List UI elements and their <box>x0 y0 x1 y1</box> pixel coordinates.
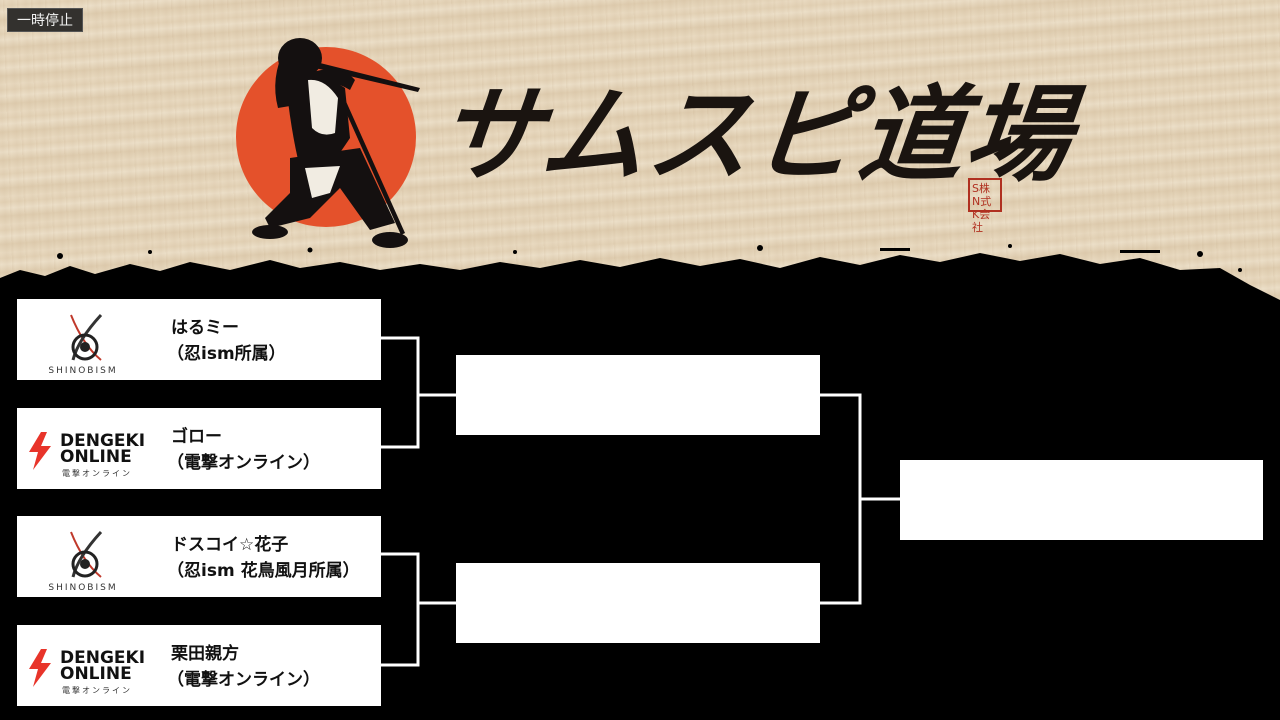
shinobism-text: SHINOBISM <box>48 583 118 593</box>
banner: サムスピ道場 S株 N式 K会社 <box>0 0 1280 320</box>
shinobism-logo <box>70 530 103 578</box>
bracket-slot-player-2: DENGEKI ONLINE 電撃オンライン ゴロー （電撃オンライン） <box>17 408 381 489</box>
player-name: はるミー <box>171 318 239 338</box>
shinobism-logo <box>70 313 103 361</box>
player-team: （電撃オンライン） <box>167 453 320 473</box>
player-team: （忍ism所属） <box>167 344 286 364</box>
snk-seal: S株 N式 K会社 <box>968 178 1002 234</box>
dengeki-line1: DENGEKI <box>60 431 146 451</box>
bracket-slot-player-3: SHINOBISM ドスコイ☆花子 （忍ism 花鳥風月所属） <box>17 516 381 597</box>
bracket-slot-semifinal-2 <box>456 563 820 643</box>
samurai-illustration <box>252 38 420 248</box>
player-team: （電撃オンライン） <box>167 670 320 690</box>
player-name: 栗田親方 <box>171 644 239 664</box>
bracket-slot-semifinal-1 <box>456 355 820 435</box>
player-name: ドスコイ☆花子 <box>171 535 289 555</box>
dengeki-line2: ONLINE <box>60 664 132 684</box>
lightning-icon <box>29 432 51 470</box>
dengeki-sub: 電撃オンライン <box>62 469 132 478</box>
dengeki-sub: 電撃オンライン <box>62 686 132 695</box>
pause-button[interactable]: 一時停止 <box>7 8 83 32</box>
player-team: （忍ism 花鳥風月所属） <box>167 561 360 581</box>
bracket-slot-player-4: DENGEKI ONLINE 電撃オンライン 栗田親方 （電撃オンライン） <box>17 625 381 706</box>
player-name: ゴロー <box>171 427 222 447</box>
bracket-slot-player-1: SHINOBISM はるミー （忍ism所属） <box>17 299 381 380</box>
lightning-icon <box>29 649 51 687</box>
dengeki-line2: ONLINE <box>60 447 132 467</box>
shinobism-text: SHINOBISM <box>48 366 118 376</box>
bracket-slot-final <box>900 460 1263 540</box>
dengeki-line1: DENGEKI <box>60 648 146 668</box>
